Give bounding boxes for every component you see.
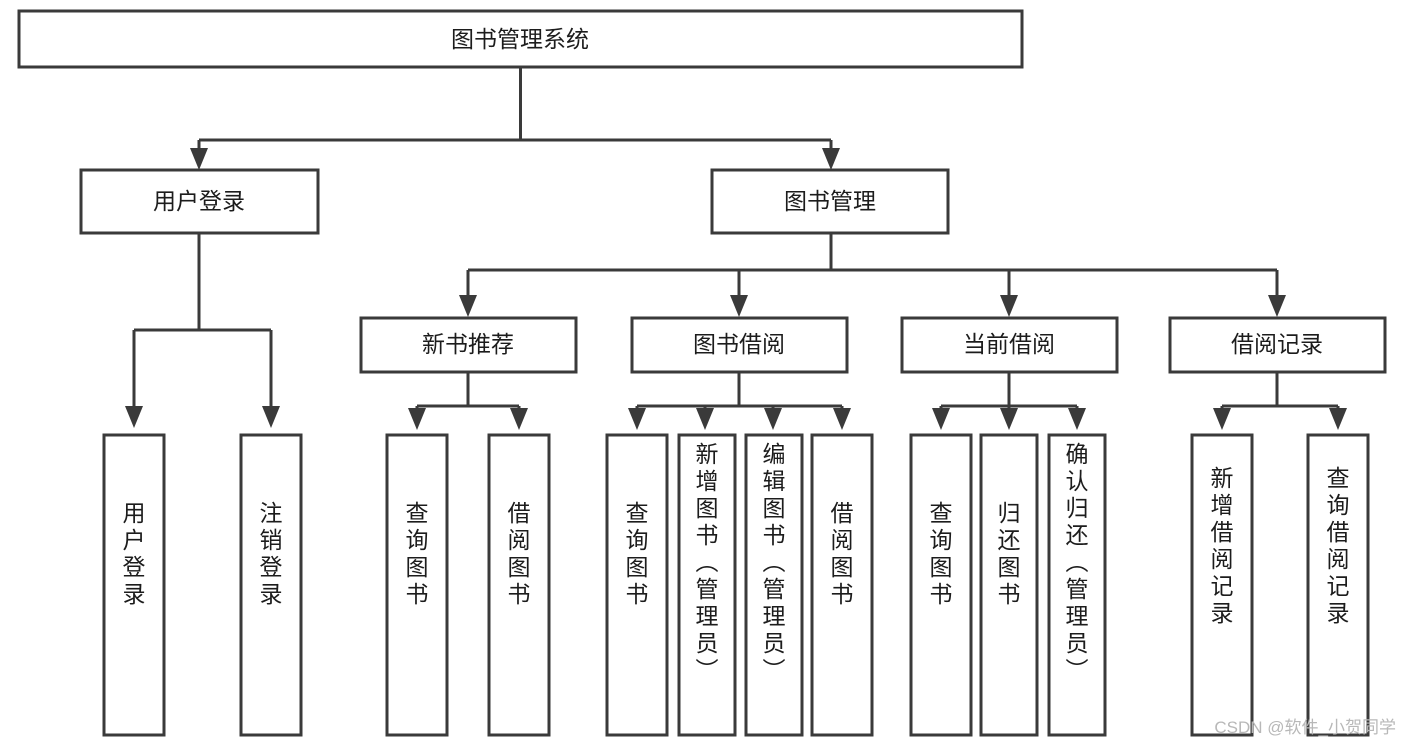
node-leaf-return-book-box[interactable] [979, 433, 1039, 737]
node-leaf-add-book[interactable]: 新增图书︵管理员︶ [677, 433, 737, 737]
node-borrow-record-label: 借阅记录 [1231, 331, 1323, 357]
arrow-to-leaf-return-book [1000, 408, 1018, 430]
arrow-to-leaf-borrow-book-2 [833, 408, 851, 430]
node-current-borrow-label: 当前借阅 [963, 331, 1055, 357]
arrow-to-book-borrow [730, 295, 748, 317]
node-book-management[interactable]: 图书管理 [710, 168, 950, 235]
node-leaf-query-book-3-label: 查询图书 [930, 500, 953, 607]
arrow-to-leaf-confirm-return [1068, 408, 1086, 430]
node-book-borrow[interactable]: 图书借阅 [630, 316, 849, 374]
node-leaf-user-login[interactable]: 用户登录 [102, 433, 166, 737]
node-root-box[interactable] [17, 9, 1024, 69]
node-leaf-query-record[interactable]: 查询借阅记录 [1306, 433, 1370, 737]
node-leaf-edit-book-label: 编辑图书︵管理员︶ [763, 441, 786, 683]
node-leaf-logout-login-label: 注销登录 [260, 500, 283, 607]
node-leaf-query-book-2[interactable]: 查询图书 [605, 433, 669, 737]
node-leaf-logout-login-box[interactable] [239, 433, 303, 737]
node-current-borrow-box[interactable] [900, 316, 1119, 374]
arrow-to-leaf-query-record [1329, 408, 1347, 430]
node-leaf-query-book-1-box[interactable] [385, 433, 449, 737]
arrow-to-leaf-user-login [125, 406, 143, 428]
node-leaf-add-book-box[interactable] [677, 433, 737, 737]
node-leaf-query-record-box[interactable] [1306, 433, 1370, 737]
node-user-login-box[interactable] [79, 168, 320, 235]
node-leaf-query-book-1-label: 查询图书 [406, 500, 429, 607]
node-leaf-confirm-return-label: 确认归还︵管理员︶ [1066, 441, 1089, 683]
node-borrow-record-box[interactable] [1168, 316, 1387, 374]
node-root[interactable]: 图书管理系统 [17, 9, 1024, 69]
node-leaf-user-login-label: 用户登录 [123, 500, 146, 607]
node-leaf-confirm-return-box[interactable] [1047, 433, 1107, 737]
arrow-to-leaf-edit-book [764, 408, 782, 430]
node-leaf-query-book-2-label: 查询图书 [626, 500, 649, 607]
node-leaf-return-book-label: 归还图书 [998, 500, 1021, 607]
node-leaf-add-record-box[interactable] [1190, 433, 1254, 737]
node-leaf-return-book[interactable]: 归还图书 [979, 433, 1039, 737]
node-leaf-borrow-book-2[interactable]: 借阅图书 [810, 433, 874, 737]
node-book-management-label: 图书管理 [784, 188, 876, 214]
arrow-to-leaf-logout-login [262, 406, 280, 428]
node-leaf-query-book-3[interactable]: 查询图书 [909, 433, 973, 737]
csdn-watermark: CSDN @软件_小贺同学 [1214, 718, 1396, 737]
node-leaf-logout-login[interactable]: 注销登录 [239, 433, 303, 737]
arrow-to-borrow-record [1268, 295, 1286, 317]
arrow-to-leaf-borrow-book-1 [510, 408, 528, 430]
node-new-book-recommend-label: 新书推荐 [422, 331, 514, 357]
node-book-management-box[interactable] [710, 168, 950, 235]
node-leaf-add-book-label: 新增图书︵管理员︶ [696, 441, 719, 683]
node-leaf-query-book-2-box[interactable] [605, 433, 669, 737]
node-root-label: 图书管理系统 [451, 26, 589, 52]
node-new-book-recommend-box[interactable] [359, 316, 578, 374]
node-leaf-user-login-box[interactable] [102, 433, 166, 737]
node-leaf-edit-book[interactable]: 编辑图书︵管理员︶ [744, 433, 804, 737]
connector-group [125, 67, 1347, 430]
node-leaf-edit-book-box[interactable] [744, 433, 804, 737]
arrow-to-leaf-query-book-2 [628, 408, 646, 430]
node-leaf-borrow-book-2-box[interactable] [810, 433, 874, 737]
arrow-to-leaf-query-book-3 [932, 408, 950, 430]
node-leaf-borrow-book-1-box[interactable] [487, 433, 551, 737]
node-book-borrow-box[interactable] [630, 316, 849, 374]
node-leaf-query-book-3-box[interactable] [909, 433, 973, 737]
node-leaf-query-record-label: 查询借阅记录 [1327, 465, 1350, 626]
node-leaf-borrow-book-2-label: 借阅图书 [831, 500, 854, 607]
node-leaf-confirm-return[interactable]: 确认归还︵管理员︶ [1047, 433, 1107, 737]
node-new-book-recommend[interactable]: 新书推荐 [359, 316, 578, 374]
node-leaf-borrow-book-1[interactable]: 借阅图书 [487, 433, 551, 737]
arrow-to-book-management [822, 148, 840, 170]
node-leaf-query-book-1[interactable]: 查询图书 [385, 433, 449, 737]
arrow-to-leaf-add-book [696, 408, 714, 430]
node-user-login[interactable]: 用户登录 [79, 168, 320, 235]
node-user-login-label: 用户登录 [153, 188, 245, 214]
node-leaf-borrow-book-1-label: 借阅图书 [508, 500, 531, 607]
node-leaf-add-record-label: 新增借阅记录 [1211, 465, 1234, 626]
node-book-borrow-label: 图书借阅 [693, 331, 785, 357]
arrow-to-leaf-add-record [1213, 408, 1231, 430]
node-leaf-add-record[interactable]: 新增借阅记录 [1190, 433, 1254, 737]
arrow-to-current-borrow [1000, 295, 1018, 317]
node-current-borrow[interactable]: 当前借阅 [900, 316, 1119, 374]
node-borrow-record[interactable]: 借阅记录 [1168, 316, 1387, 374]
arrow-to-user-login [190, 148, 208, 170]
arrow-to-leaf-query-book-1 [408, 408, 426, 430]
arrow-to-new-book-recommend [459, 295, 477, 317]
